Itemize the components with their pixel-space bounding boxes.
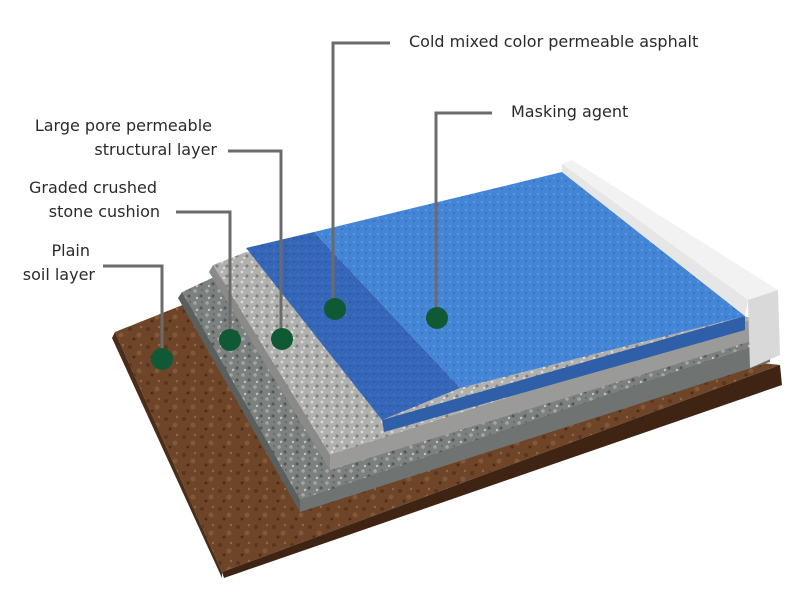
blue-asphalt-layer bbox=[246, 172, 745, 432]
curb-inner-face bbox=[562, 164, 748, 316]
label-cold-mixed: Cold mixed color permeable asphalt bbox=[409, 32, 698, 51]
leader-masking-agent bbox=[434, 111, 492, 318]
label-graded-crushed-line2: stone cushion bbox=[49, 202, 160, 221]
gravel-left-edge bbox=[178, 292, 300, 512]
marker-plain-soil bbox=[151, 348, 173, 370]
marker-large-pore bbox=[271, 328, 293, 350]
soil-left-edge bbox=[112, 332, 222, 578]
curb-front bbox=[748, 290, 780, 368]
stone-left-edge bbox=[209, 265, 330, 470]
leader-lines bbox=[103, 41, 492, 358]
label-plain-soil-line2: soil layer bbox=[23, 265, 96, 284]
label-masking-agent: Masking agent bbox=[511, 102, 628, 121]
soil-front-face bbox=[222, 365, 782, 578]
asphalt-front-face bbox=[382, 316, 745, 432]
marker-graded-crushed bbox=[219, 329, 241, 351]
curb-top bbox=[562, 160, 778, 300]
asphalt-light-surface bbox=[314, 172, 745, 388]
label-graded-crushed-line1: Graded crushed bbox=[29, 178, 157, 197]
marker-cold-mixed bbox=[324, 298, 346, 320]
label-plain-soil-line1: Plain bbox=[52, 241, 90, 260]
label-large-pore-line2: structural layer bbox=[94, 140, 217, 159]
curb bbox=[562, 160, 780, 368]
markers bbox=[151, 298, 448, 370]
leader-graded-crushed bbox=[176, 210, 232, 340]
leader-cold-mixed bbox=[331, 41, 390, 308]
leader-plain-soil bbox=[103, 264, 164, 358]
label-large-pore-line1: Large pore permeable bbox=[35, 116, 212, 135]
asphalt-dark-band bbox=[246, 232, 460, 420]
leader-large-pore bbox=[228, 149, 283, 338]
gravel-front-face bbox=[300, 340, 770, 512]
marker-masking-agent bbox=[426, 307, 448, 329]
